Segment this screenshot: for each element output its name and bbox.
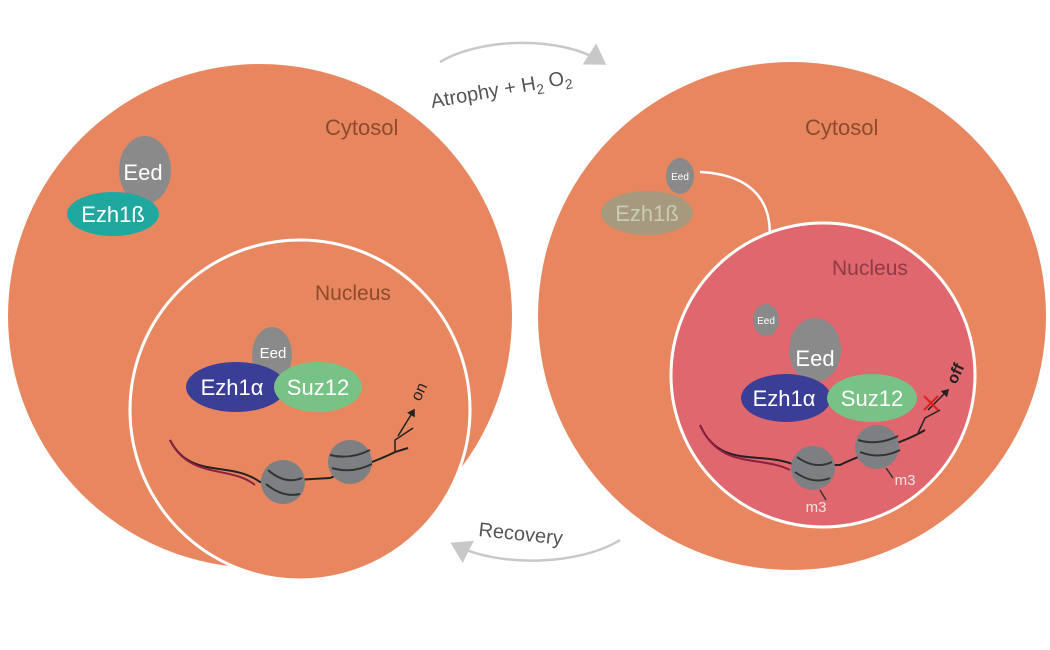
recovery-label: Recovery [477, 519, 563, 550]
left-suz12 [274, 362, 362, 412]
right-ezh1a [741, 374, 831, 422]
right-dna-tail [699, 424, 791, 471]
right-ezh1a-label: Ezh1α [753, 386, 816, 411]
left-nucleus-label: Nucleus [315, 282, 391, 305]
right-cell: Cytosol Eed Ezh1ß Nucleus Eed Eed Ezh1α … [538, 62, 1046, 570]
right-nucleus-label: Nucleus [832, 257, 908, 280]
left-nucleosome-2 [328, 440, 373, 484]
left-promoter-arrow [394, 410, 414, 452]
left-ezh1a [186, 362, 286, 412]
right-m3-mark-1: m3 [806, 499, 827, 516]
right-free-eed [753, 304, 779, 336]
left-cyto-eed-label: Eed [123, 160, 162, 185]
left-nucleosome-1 [261, 460, 305, 504]
recovery-arrow [450, 538, 621, 563]
right-cyto-eed-label: Eed [671, 172, 689, 183]
left-cyto-ezh1b [67, 192, 159, 236]
right-cytosol-label: Cytosol [805, 115, 878, 140]
left-ezh1a-label: Ezh1α [201, 375, 264, 400]
left-cytosol-label: Cytosol [325, 115, 398, 140]
right-free-eed-label: Eed [757, 316, 775, 327]
right-promoter-arrow [917, 390, 948, 434]
right-nucleosome-2 [855, 425, 901, 479]
left-cyto-ezh1b-label: Ezh1ß [81, 202, 145, 227]
right-nucleosome-1 [791, 446, 835, 501]
atrophy-label: Atrophy + H2 O2 [429, 66, 574, 115]
left-promoter-state: on [408, 380, 431, 403]
right-cyto-ezh1b-label: Ezh1ß [615, 201, 679, 226]
right-eed [789, 318, 841, 382]
right-suz12-label: Suz12 [841, 386, 903, 411]
right-m3-mark-2: m3 [895, 472, 916, 489]
repression-x-icon [923, 395, 939, 411]
left-cell: Cytosol Eed Ezh1ß Nucleus Eed Ezh1α Suz1… [8, 64, 512, 582]
left-cyto-eed [119, 136, 171, 204]
right-cyto-eed [666, 158, 694, 194]
atrophy-arrow [439, 41, 607, 65]
left-dna-tail [169, 439, 256, 486]
right-suz12 [827, 374, 917, 422]
right-cyto-ezh1b [601, 191, 693, 235]
left-nucleus [128, 238, 472, 582]
left-suz12-label: Suz12 [287, 375, 349, 400]
left-eed-label: Eed [260, 345, 287, 362]
right-eed-label: Eed [795, 346, 834, 371]
left-dna [169, 439, 409, 484]
